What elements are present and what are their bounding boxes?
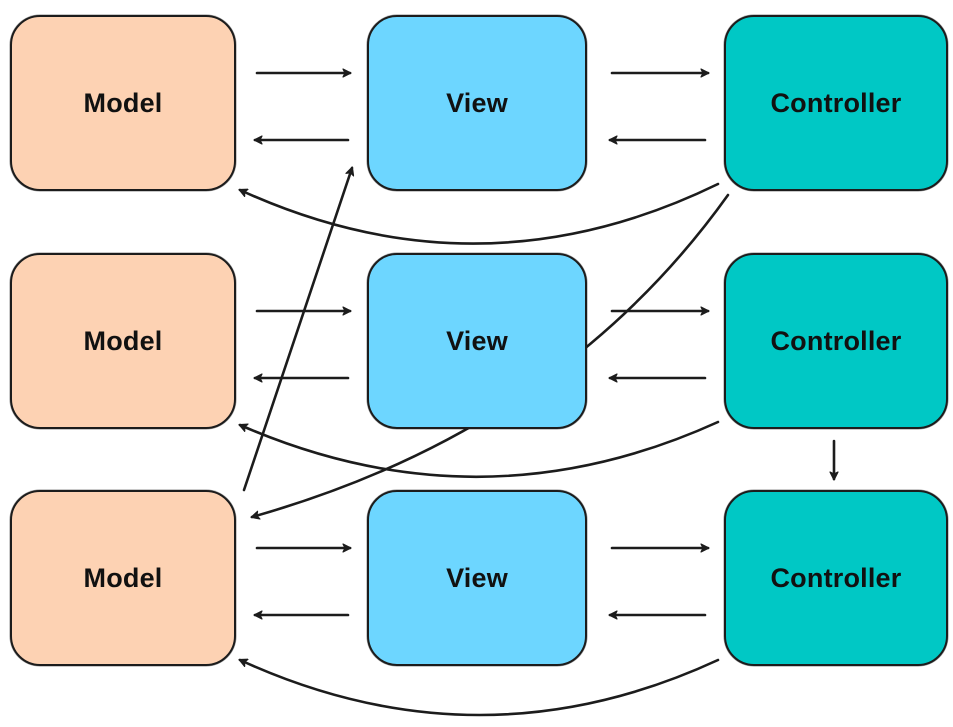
model-label: Model bbox=[83, 562, 163, 593]
model-label: Model bbox=[83, 87, 163, 118]
view-box-row1: View bbox=[367, 15, 587, 191]
controller-label: Controller bbox=[770, 325, 902, 356]
arrow-controller-to-model-row2 bbox=[240, 420, 720, 479]
model-label: Model bbox=[83, 325, 163, 356]
view-box-row3: View bbox=[367, 490, 587, 666]
controller-label: Controller bbox=[770, 562, 902, 593]
controller-label: Controller bbox=[770, 87, 902, 118]
model-box-row2: Model bbox=[10, 253, 236, 429]
view-label: View bbox=[446, 562, 508, 593]
arrow-controller-to-model-row1 bbox=[240, 182, 720, 245]
arrow-model-row3-to-view-row1 bbox=[242, 168, 352, 492]
model-box-row1: Model bbox=[10, 15, 236, 191]
view-box-row2: View bbox=[367, 253, 587, 429]
arrow-controller-to-model-row3 bbox=[240, 660, 720, 717]
view-label: View bbox=[446, 325, 508, 356]
controller-box-row1: Controller bbox=[724, 15, 948, 191]
view-label: View bbox=[446, 87, 508, 118]
controller-box-row3: Controller bbox=[724, 490, 948, 666]
model-box-row3: Model bbox=[10, 490, 236, 666]
controller-box-row2: Controller bbox=[724, 253, 948, 429]
